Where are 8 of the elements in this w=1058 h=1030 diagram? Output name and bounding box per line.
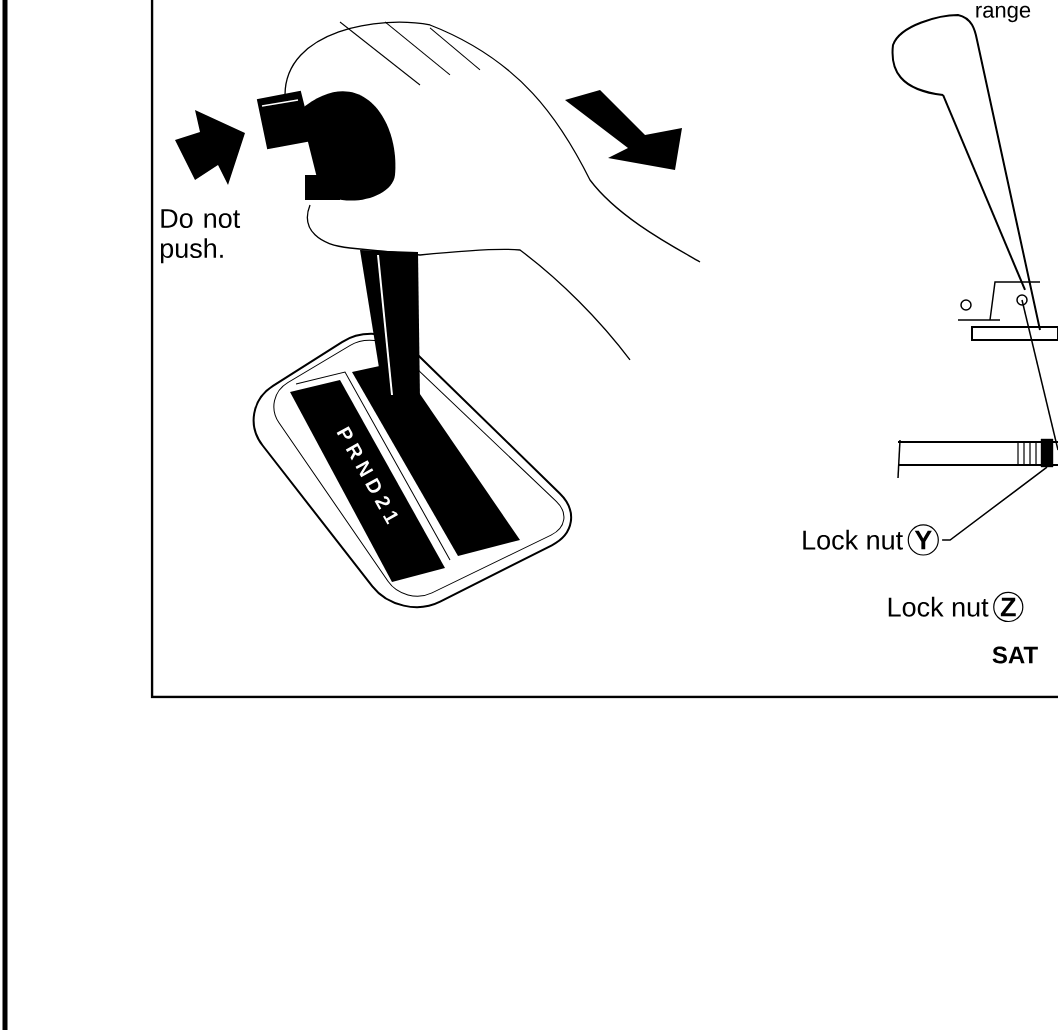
part-label: range [976, 5, 1031, 23]
warning-note: Do not push. [160, 209, 241, 264]
part-label: Lock nut Y [803, 524, 939, 556]
gear-position-label: P R N D 2 1 [336, 426, 398, 525]
leader-line [941, 466, 1048, 541]
caption-text: SAT [992, 646, 1038, 664]
lock-nut [1040, 438, 1054, 468]
part-label: Lock nut Z [888, 591, 1024, 623]
